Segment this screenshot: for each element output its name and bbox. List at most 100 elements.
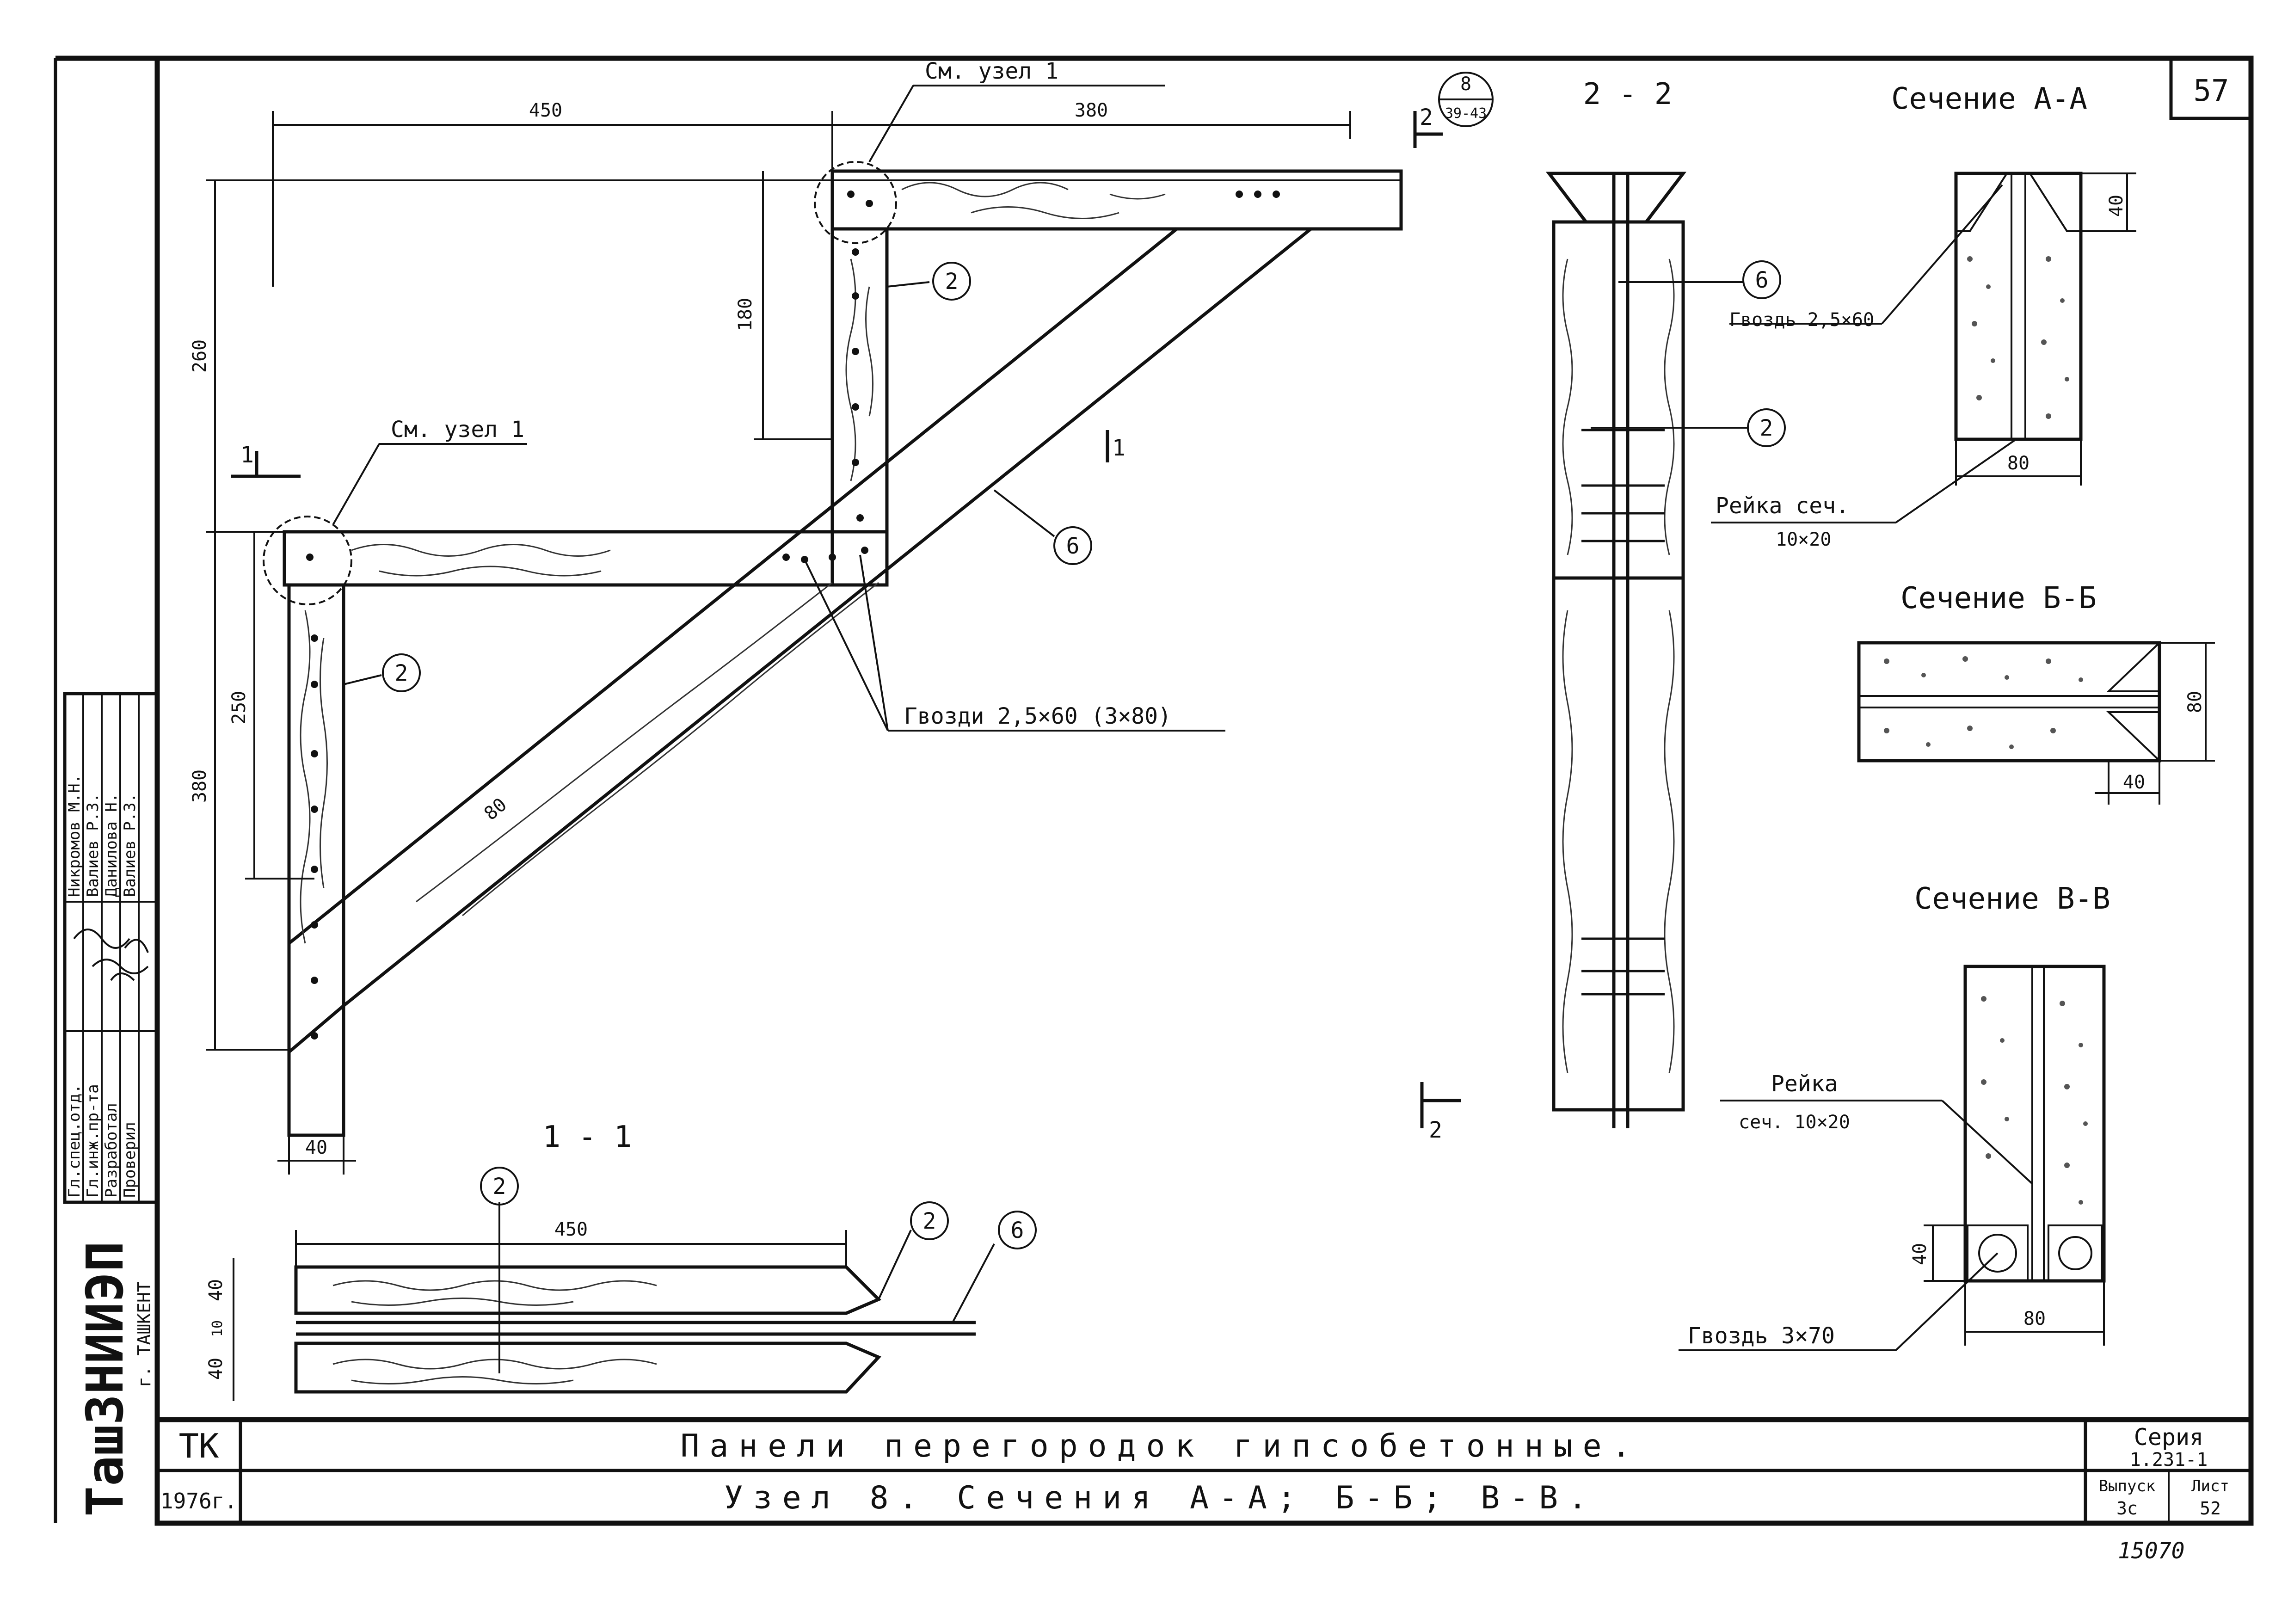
section-vv-dim-40: 40 xyxy=(1909,1243,1931,1265)
wood-grain xyxy=(1562,258,1675,1073)
org-name: ТашЗНИИЭП xyxy=(75,1241,135,1517)
upper-stud xyxy=(1552,220,1685,580)
wood-grain xyxy=(332,1280,657,1384)
top-board xyxy=(294,1265,882,1315)
dim-450-label: 450 xyxy=(554,1219,588,1240)
stamp-role-1: Гл.спец.отд. xyxy=(65,1084,84,1198)
leader-line xyxy=(332,443,380,525)
cut-mark-2-bottom-label: 2 xyxy=(1429,1117,1442,1143)
node-circle-top xyxy=(814,161,897,244)
section-bb-corner xyxy=(2106,640,2160,692)
issue-label: Выпуск xyxy=(2099,1477,2156,1495)
cut-mark-1-left-label: 1 xyxy=(240,442,254,468)
lower-post xyxy=(287,583,345,1137)
section-bb-body xyxy=(1857,641,2161,763)
stamp-code: ТК xyxy=(179,1427,219,1465)
concrete-hatching xyxy=(1981,996,2088,1205)
leader-line xyxy=(868,85,914,162)
dim-40a-label: 40 xyxy=(205,1279,227,1301)
callout-6-label: 6 xyxy=(1011,1218,1024,1243)
view-2-2-nails xyxy=(1581,429,1665,996)
section-vv-dim-80: 80 xyxy=(2023,1308,2046,1329)
leader-line xyxy=(1895,438,2017,523)
view-2-2: 2 - 2 6 Гвоздь 2,5×60 2 2 xyxy=(1420,77,1874,1143)
callout-6-circle xyxy=(1742,260,1781,299)
dim-260-label: 260 xyxy=(189,339,210,373)
drawing-title-1: Панели перегородок гипсобетонные. xyxy=(680,1428,1641,1464)
node-circle-left xyxy=(263,516,352,605)
callout-6-label: 6 xyxy=(1755,267,1769,293)
leader-line xyxy=(952,1243,995,1323)
section-vv-rail-note-2: сеч. 10×20 xyxy=(1739,1112,1850,1133)
drawing-title-2: Узел 8. Сечения А-А; Б-Б; В-В. xyxy=(724,1480,1597,1516)
sheet-frame xyxy=(154,55,2254,1526)
dim-180-label: 180 xyxy=(735,298,756,331)
section-bb-corner xyxy=(2106,711,2160,763)
section-aa-dim-80: 80 xyxy=(2007,453,2030,474)
dim-10-label: 10 xyxy=(209,1320,226,1337)
callout-6-circle xyxy=(998,1211,1037,1249)
section-vv-title: Сечение В-В xyxy=(1914,882,2110,916)
dim-380-left-label: 380 xyxy=(189,769,210,803)
handwritten-signatures xyxy=(73,929,149,981)
section-aa-dim-40: 40 xyxy=(2106,195,2127,217)
top-triangle-cap xyxy=(1545,172,1687,224)
main-view: См. узел 1 См. узел 1 450 380 260 180 25… xyxy=(189,58,1494,1175)
section-vv: Сечение В-В Рейка сеч. 10×20 40 80 Гвозд… xyxy=(1679,882,2110,1351)
rail-note-2: 10×20 xyxy=(1776,529,1831,550)
leader-line xyxy=(993,489,1055,537)
sheet-number-box xyxy=(2169,56,2253,120)
title-block: ТК 1976г. Панели перегородок гипсобетонн… xyxy=(157,1417,2251,1523)
org-city: г. ТАШКЕНТ xyxy=(134,1281,154,1387)
wood-grain xyxy=(416,582,879,917)
callout-2-circle xyxy=(1747,408,1786,447)
section-aa-title: Сечение А-А xyxy=(1891,82,2087,116)
callout-2-label: 2 xyxy=(1760,415,1773,441)
nails-note: Гвозди 2,5×60 (3×80) xyxy=(904,703,1171,729)
cut-mark-1-right-label: 1 xyxy=(1112,435,1125,461)
leader-line xyxy=(1941,1100,2033,1185)
callout-6-circle xyxy=(1053,526,1092,565)
concrete-hatching xyxy=(1884,656,2083,749)
callout-2-label: 2 xyxy=(923,1208,936,1234)
callout-2-circle xyxy=(382,653,421,692)
see-node-top-label: См. узел 1 xyxy=(925,58,1058,84)
nail-note: Гвоздь 2,5×60 xyxy=(1729,309,1874,331)
list-label: Лист xyxy=(2191,1477,2229,1495)
leader-line xyxy=(886,281,930,288)
view-1-1: 1 - 1 2 2 6 450 40 10 40 xyxy=(205,1120,1037,1401)
leader-line xyxy=(1895,1252,1999,1351)
callout-2-label: 2 xyxy=(945,269,959,295)
stamp-role-2: Гл.инж.пр-та xyxy=(84,1084,102,1198)
leader-line xyxy=(1881,184,2003,325)
cut-mark-2-top-label: 2 xyxy=(1420,105,1433,130)
callout-2-label: 2 xyxy=(395,660,408,686)
rail-note-1: Рейка сеч. xyxy=(1716,493,1849,519)
section-vv-body xyxy=(1963,965,2106,1283)
view-2-2-title: 2 - 2 xyxy=(1583,77,1673,111)
section-aa-body xyxy=(1954,172,2083,441)
section-vv-corner-block xyxy=(1967,1224,2029,1282)
top-beam xyxy=(830,169,1403,231)
wood-grain xyxy=(351,544,611,577)
section-aa: Сечение А-А 40 80 Рейка сеч. 10×20 xyxy=(1711,82,2136,550)
callout-2-label: 2 xyxy=(493,1174,506,1200)
dim-450-label: 450 xyxy=(529,100,562,121)
section-aa-corner xyxy=(2028,172,2082,232)
see-node-left-label: См. узел 1 xyxy=(391,417,524,443)
callout-6-label: 6 xyxy=(1066,533,1080,559)
stamp-role-3: Разработал xyxy=(102,1103,121,1198)
callout-2-circle xyxy=(932,262,971,301)
stamp-name-4: Валиев Р.З. xyxy=(121,793,139,897)
concrete-hatching xyxy=(1967,256,2069,419)
middle-beam xyxy=(283,530,889,587)
stamp-role-4: Проверил xyxy=(121,1122,139,1198)
dim-250-label: 250 xyxy=(228,691,250,724)
issue-value: 3с xyxy=(2116,1498,2138,1519)
callout-2-circle xyxy=(910,1201,949,1240)
wood-grain xyxy=(845,258,873,481)
section-vv-nail-circle xyxy=(1978,1234,2017,1273)
callout-2-circle xyxy=(480,1167,519,1206)
